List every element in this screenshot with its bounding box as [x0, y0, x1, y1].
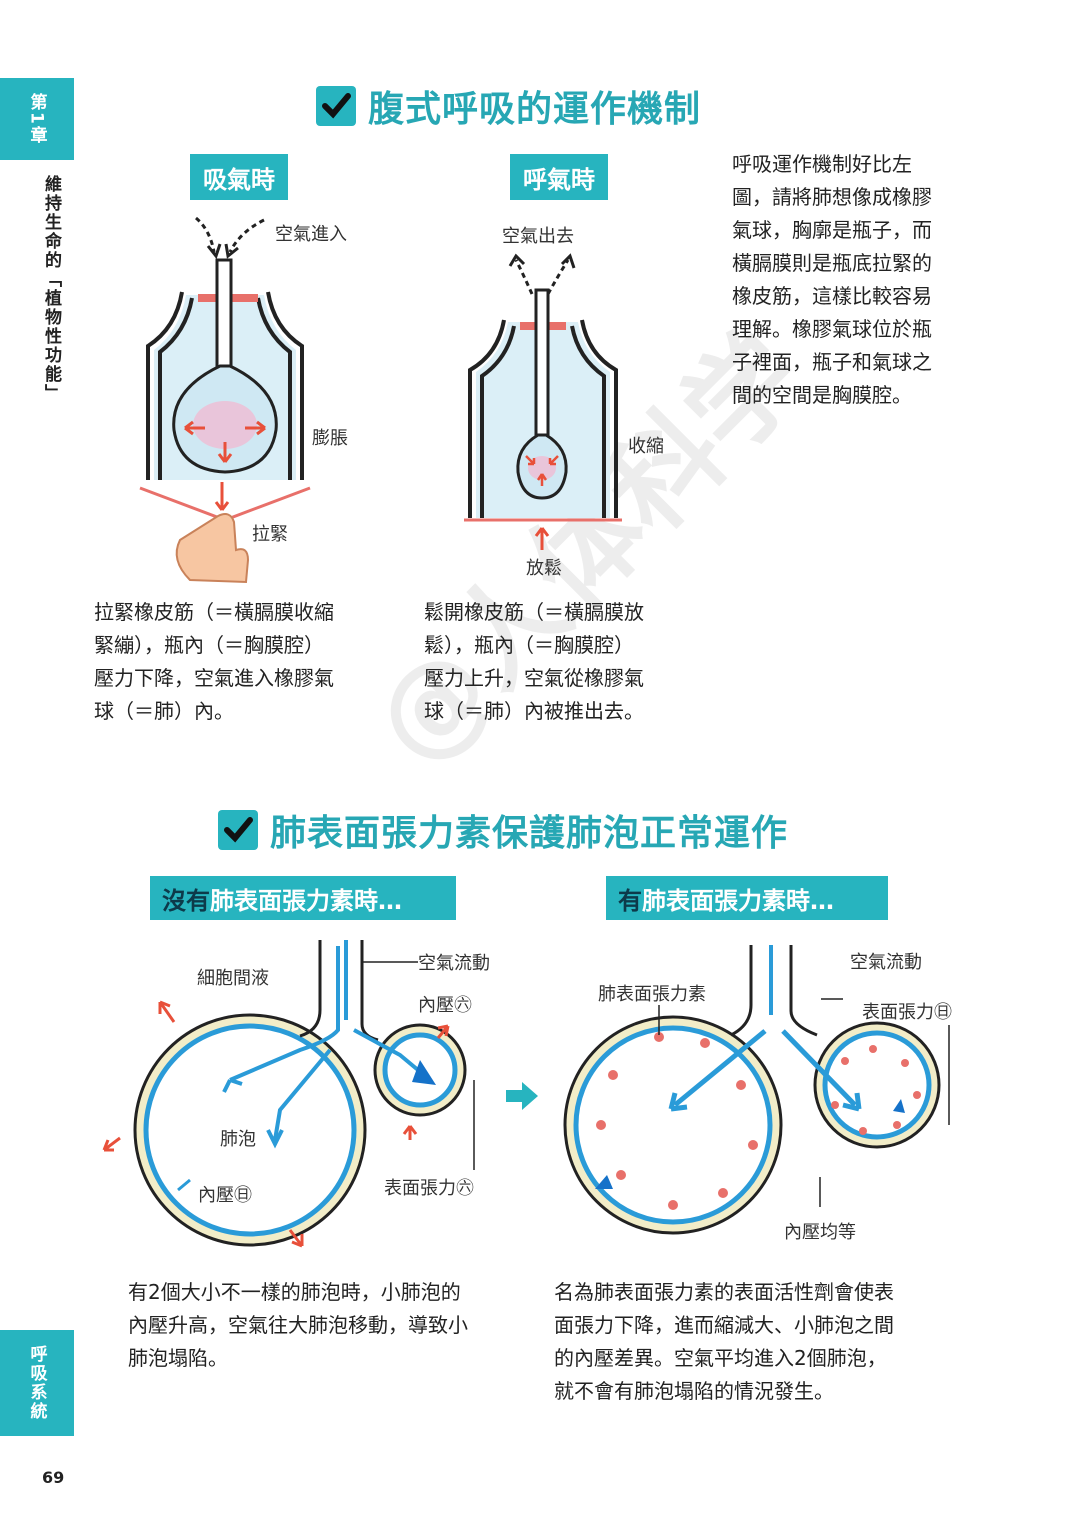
pressure-equal-label: 內壓均等 [784, 1222, 856, 1243]
inhale-air-in-label: 空氣進入 [275, 224, 347, 245]
with-prefix: 有 [618, 886, 642, 915]
exhale-relax-label: 放鬆 [526, 558, 562, 579]
alveolus-label: 肺泡 [220, 1129, 256, 1150]
inhale-expand-label: 膨脹 [312, 428, 348, 449]
pressure-high-label: 內壓㊅ [418, 995, 472, 1016]
system-tab: 呼吸系統 [0, 1330, 74, 1436]
exhale-contract-label: 收縮 [628, 436, 664, 457]
with-surfactant-diagram [563, 945, 950, 1235]
without-surfactant-label: 沒有肺表面張力素時… [150, 876, 456, 920]
breathing-explanation: 呼吸運作機制好比左 圖，請將肺想像成橡膠 氣球，胸廓是瓶子，而 橫膈膜則是瓶底拉… [732, 152, 932, 407]
interstitial-fluid-label: 細胞間液 [197, 968, 269, 989]
pressure-low-label: 內壓㊐ [198, 1185, 252, 1206]
section1-title-text: 腹式呼吸的運作機制 [368, 89, 702, 130]
with-rest: 肺表面張力素時… [642, 886, 834, 915]
checkmark-icon [316, 86, 356, 126]
without-surfactant-diagram [102, 940, 475, 1248]
section1-title: 腹式呼吸的運作機制 [316, 80, 701, 132]
without-rest: 肺表面張力素時… [210, 886, 402, 915]
surfactant-label: 肺表面張力素 [598, 984, 706, 1005]
without-prefix: 沒有 [162, 886, 210, 915]
tension-low-label: 表面張力㊐ [862, 1002, 952, 1023]
inhale-label: 吸氣時 [190, 154, 288, 200]
without-airflow-label: 空氣流動 [418, 953, 490, 974]
inhale-caption: 拉緊橡皮筋（＝橫膈膜收縮 緊繃），瓶內（＝胸膜腔） 壓力下降，空氣進入橡膠氣 球… [94, 600, 334, 723]
section2-title: 肺表面張力素保護肺泡正常運作 [218, 804, 788, 856]
inhale-pull-label: 拉緊 [252, 524, 288, 545]
with-caption: 名為肺表面張力素的表面活性劑會使表 面張力下降，進而縮減大、小肺泡之間 的內壓差… [554, 1280, 894, 1403]
without-caption: 有2個大小不一樣的肺泡時，小肺泡的 內壓升高，空氣往大肺泡移動，導致小 肺泡塌陷… [128, 1280, 468, 1370]
section2-title-text: 肺表面張力素保護肺泡正常運作 [270, 813, 789, 854]
chapter-title: 維持生命的「植物性功能」 [41, 175, 61, 403]
exhale-label: 呼氣時 [510, 154, 608, 200]
checkmark-icon [218, 810, 258, 850]
transition-arrow-icon [506, 1082, 538, 1110]
chapter-tab: 第1章 [0, 78, 74, 160]
inhale-jar-diagram [139, 216, 311, 584]
page-number: 69 [42, 1468, 65, 1487]
tension-high-label: 表面張力㊅ [384, 1178, 474, 1199]
exhale-jar-diagram [464, 253, 622, 550]
exhale-caption: 鬆開橡皮筋（＝橫膈膜放 鬆），瓶內（＝胸膜腔） 壓力上升，空氣從橡膠氣 球（＝肺… [424, 600, 644, 723]
with-surfactant-label: 有肺表面張力素時… [606, 876, 888, 920]
exhale-air-out-label: 空氣出去 [502, 226, 574, 247]
with-airflow-label: 空氣流動 [850, 952, 922, 973]
